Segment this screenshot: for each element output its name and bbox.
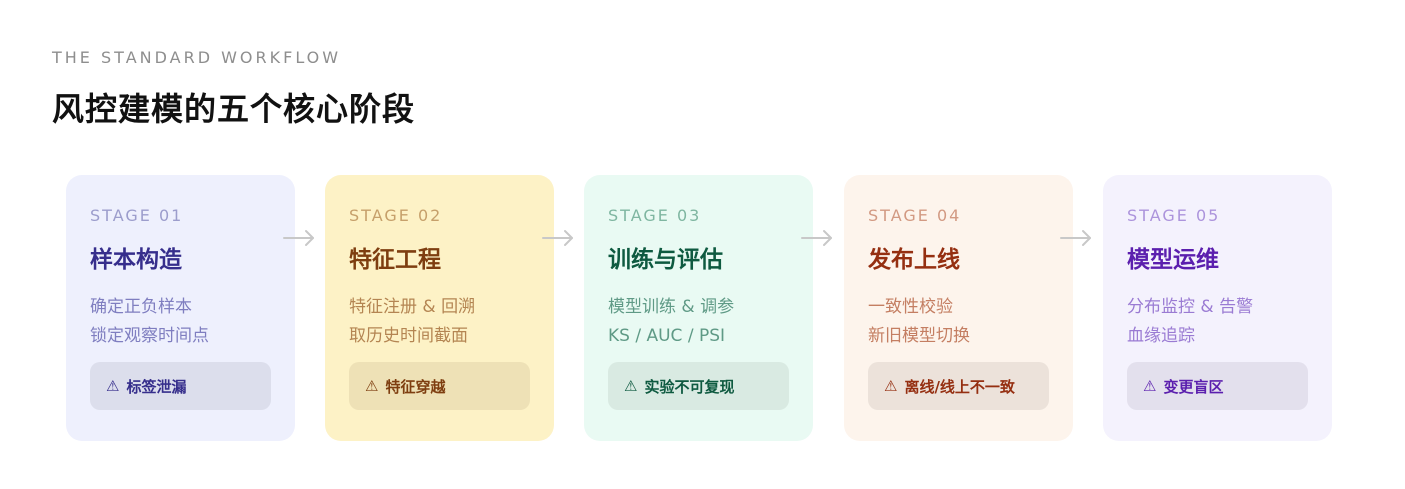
arrow-right-icon (801, 230, 832, 246)
stage-description: 模型训练 & 调参 KS / AUC / PSI (608, 293, 789, 351)
warning-triangle-icon: ⚠ (106, 377, 120, 395)
stage-title: 特征工程 (349, 247, 441, 273)
stage-label: STAGE 04 (868, 206, 962, 225)
stage-title: 样本构造 (90, 247, 182, 273)
risk-badge: ⚠ 标签泄漏 (90, 362, 271, 410)
stage-desc-line: 血缘追踪 (1127, 326, 1195, 346)
stage-desc-line: 确定正负样本 (90, 297, 192, 317)
risk-badge: ⚠ 实验不可复现 (608, 362, 789, 410)
warning-triangle-icon: ⚠ (1143, 377, 1157, 395)
stage-label: STAGE 02 (349, 206, 443, 225)
arrow-right-icon (283, 230, 314, 246)
warning-triangle-icon: ⚠ (884, 377, 898, 395)
stage-description: 分布监控 & 告警 血缘追踪 (1127, 293, 1308, 351)
stage-desc-line: 特征注册 & 回溯 (349, 297, 476, 317)
stage-card-01: STAGE 01 样本构造 确定正负样本 锁定观察时间点 ⚠ 标签泄漏 (66, 175, 295, 441)
stage-title: 发布上线 (868, 247, 960, 273)
risk-label: 离线/线上不一致 (904, 377, 1015, 396)
stage-desc-line: 一致性校验 (868, 297, 953, 317)
risk-badge: ⚠ 变更盲区 (1127, 362, 1308, 410)
stage-title: 模型运维 (1127, 247, 1219, 273)
stage-desc-line: 分布监控 & 告警 (1127, 297, 1254, 317)
stage-card-04: STAGE 04 发布上线 一致性校验 新旧模型切换 ⚠ 离线/线上不一致 (844, 175, 1073, 441)
risk-badge: ⚠ 特征穿越 (349, 362, 530, 410)
stage-label: STAGE 03 (608, 206, 702, 225)
page-title: 风控建模的五个核心阶段 (52, 90, 416, 128)
risk-label: 特征穿越 (385, 377, 446, 396)
stage-label: STAGE 01 (90, 206, 184, 225)
stage-card-02: STAGE 02 特征工程 特征注册 & 回溯 取历史时间截面 ⚠ 特征穿越 (325, 175, 554, 441)
warning-triangle-icon: ⚠ (365, 377, 379, 395)
risk-label: 实验不可复现 (644, 377, 735, 396)
stage-label: STAGE 05 (1127, 206, 1221, 225)
stage-desc-line: 模型训练 & 调参 (608, 297, 735, 317)
risk-badge: ⚠ 离线/线上不一致 (868, 362, 1049, 410)
stage-card-03: STAGE 03 训练与评估 模型训练 & 调参 KS / AUC / PSI … (584, 175, 813, 441)
warning-triangle-icon: ⚠ (624, 377, 638, 395)
stage-title: 训练与评估 (608, 247, 723, 273)
stage-desc-line: 取历史时间截面 (349, 326, 468, 346)
arrow-right-icon (1060, 230, 1091, 246)
stage-desc-line: 锁定观察时间点 (90, 326, 209, 346)
arrow-right-icon (542, 230, 573, 246)
stage-description: 确定正负样本 锁定观察时间点 (90, 293, 271, 351)
stage-description: 一致性校验 新旧模型切换 (868, 293, 1049, 351)
stage-card-05: STAGE 05 模型运维 分布监控 & 告警 血缘追踪 ⚠ 变更盲区 (1103, 175, 1332, 441)
stage-description: 特征注册 & 回溯 取历史时间截面 (349, 293, 530, 351)
stage-desc-line: KS / AUC / PSI (608, 326, 726, 346)
risk-label: 变更盲区 (1163, 377, 1224, 396)
risk-label: 标签泄漏 (126, 377, 187, 396)
stage-desc-line: 新旧模型切换 (868, 326, 970, 346)
eyebrow-label: THE STANDARD WORKFLOW (52, 48, 342, 67)
